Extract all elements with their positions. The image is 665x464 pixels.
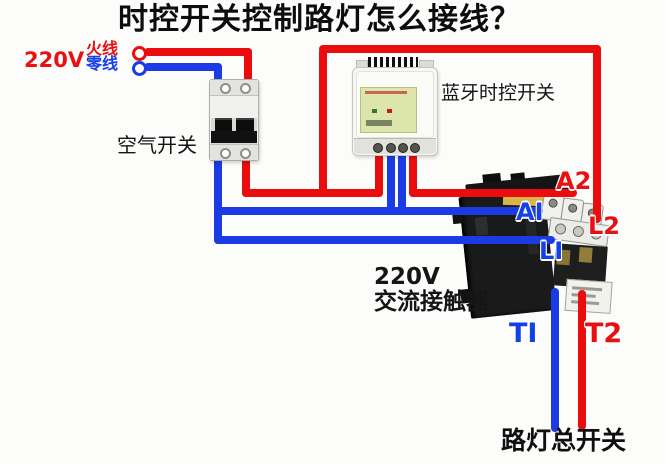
timer-terminal-screw [373, 143, 383, 153]
voltage-label: 220V [24, 48, 85, 72]
neutral-wire-label: 零线 [86, 54, 119, 73]
terminal-label-l2: L2 [588, 212, 620, 240]
wire-neutral-breaker-in-v [214, 63, 222, 88]
timer-lcd-green-indicator [372, 109, 377, 113]
wire-timer-neutral-in-v [387, 150, 395, 214]
diagram-title: 时控开关控制路灯怎么接线？ [118, 2, 521, 37]
timer-lcd-screen [360, 87, 417, 133]
wire-live-breaker-in-v [244, 48, 252, 88]
terminal-label-t2: T2 [585, 318, 623, 349]
timer-terminal-screw [398, 143, 408, 153]
wire-neutral-source-h [144, 63, 222, 71]
live-terminal-icon [132, 46, 147, 61]
wire-load-t1-v [551, 288, 559, 432]
terminal-label-t1: TI [509, 318, 538, 349]
contactor-screw-icon [548, 198, 559, 209]
timer-connector-comb [368, 57, 418, 68]
wire-timer-out-to-a2-h [409, 189, 577, 197]
street-light-switch-label: 路灯总开关 [501, 426, 627, 455]
terminal-label-l1: LI [539, 237, 564, 265]
contactor-vent [474, 216, 489, 236]
breaker-label: 空气开关 [117, 133, 197, 157]
breaker-toggle-handle [236, 118, 254, 133]
contactor-screw-icon [572, 225, 585, 238]
wire-neutral-to-a1-h [214, 207, 543, 215]
timer-lcd-red-indicator [387, 109, 392, 113]
wire-neutral-breaker-out-v [214, 152, 222, 244]
wire-live-source-h [144, 48, 252, 56]
timer-switch-device [352, 57, 438, 156]
terminal-label-a1: AI [516, 198, 544, 226]
contactor-rating-plate [564, 278, 613, 314]
timer-terminal-screw [410, 143, 420, 153]
wire-load-t2-v [578, 290, 586, 430]
wire-live-top-h [319, 45, 601, 53]
timer-lcd-digits [366, 120, 392, 126]
wire-live-riser-v [319, 48, 327, 197]
terminal-label-a2: A2 [556, 167, 592, 195]
timer-terminal-screw [386, 143, 396, 153]
breaker-toggle-bar [211, 131, 257, 143]
circuit-breaker-device [209, 79, 259, 161]
wire-timer-out-v [409, 150, 417, 197]
timer-body [352, 67, 438, 156]
contactor-voltage-label: 220V [374, 264, 440, 290]
neutral-terminal-icon [132, 61, 147, 76]
timer-label: 蓝牙时控开关 [441, 82, 556, 104]
breaker-screw-icon [240, 83, 251, 94]
breaker-screw-icon [220, 148, 231, 159]
contactor-name-label: 交流接触器 [374, 289, 489, 315]
live-wire-label: 火线 [86, 39, 119, 58]
wire-live-bus-h [242, 189, 383, 197]
contactor-screw-icon [554, 222, 567, 236]
wire-neutral-to-l1-h [214, 236, 555, 244]
wire-live-breaker-out-v [242, 152, 250, 197]
breaker-screw-icon [240, 148, 251, 159]
plate-text-line [572, 286, 603, 292]
breaker-screw-icon [220, 83, 231, 94]
breaker-toggle-handle [215, 118, 232, 133]
breaker-top-terminal-strip [210, 80, 258, 96]
breaker-toggle-zone [211, 118, 257, 144]
timer-lcd-redtext [365, 91, 407, 94]
timer-terminal-strip [354, 138, 436, 154]
contactor-brass-screw [578, 246, 593, 263]
contactor-screw-icon [567, 203, 578, 214]
wire-live-timer-in-v [375, 150, 383, 197]
wire-timer-neutral-out-v [398, 150, 406, 214]
breaker-bottom-terminal-strip [210, 144, 258, 160]
wire-live-contactor-l2-v [593, 45, 601, 223]
